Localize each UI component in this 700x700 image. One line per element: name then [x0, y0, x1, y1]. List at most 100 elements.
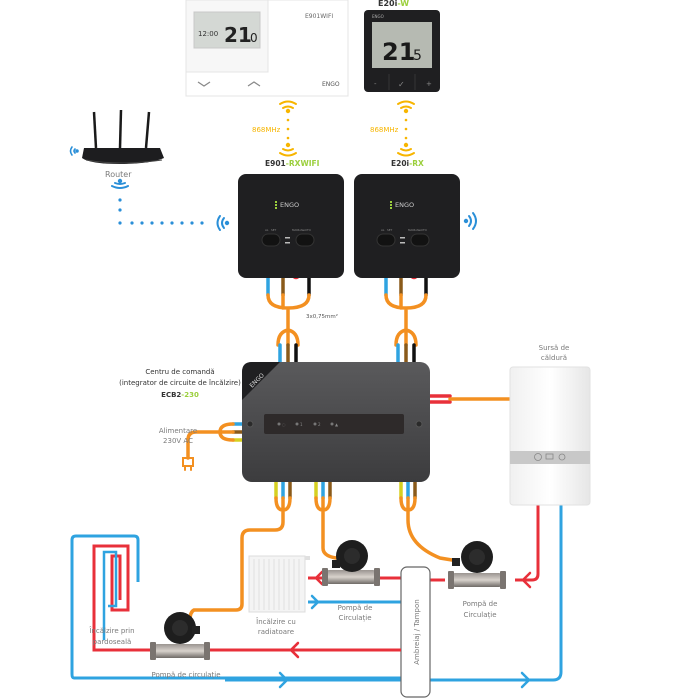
rf-signal-icon-bottom — [279, 148, 297, 157]
hub-screw — [246, 420, 254, 428]
svg-text:AUTO: AUTO — [419, 228, 428, 232]
arrow-boiler-red — [521, 571, 532, 589]
receiver-2-label: E20i-RX — [391, 159, 424, 168]
thermostat-e20i-brand: ENGO — [372, 14, 384, 19]
svg-text:SET: SET — [271, 228, 277, 232]
receiver-2-mode-button[interactable] — [410, 233, 430, 247]
svg-text:MANUAL: MANUAL — [292, 228, 304, 232]
router-wifi-icon-bottom — [111, 178, 129, 189]
router-wifi-icon-left — [69, 146, 79, 156]
receiver-2-set-button[interactable] — [376, 233, 396, 247]
pump-radiator — [322, 540, 380, 586]
pump-3-label: Pompă de circulație — [151, 671, 220, 680]
hub-title-line2: (integrator de circuite de încălzire) — [119, 379, 241, 387]
thermostat-e20i-decimal: 5 — [413, 48, 422, 64]
hub-ecb2: ENGO ◌ 1 2 ▲ — [242, 362, 430, 482]
radiator-label-line2: radiatoare — [258, 628, 294, 636]
thermostat-e901-lcd — [193, 11, 261, 49]
pump-1-label-line1: Pompă de — [338, 604, 373, 612]
thermostat-e901-clock: 12:00 — [198, 30, 218, 38]
receiver-2-body — [354, 174, 460, 278]
thermostat-e901-badge: E901WIFI — [305, 13, 333, 20]
radiator — [248, 555, 310, 613]
rf-link-1 — [279, 100, 297, 157]
hub-screw — [415, 420, 423, 428]
power-label-line2: 230V AC — [163, 437, 193, 445]
buffer-tank — [400, 566, 431, 698]
arrow-radiator-blue — [310, 594, 320, 610]
arrow-underfloor-red — [289, 642, 299, 658]
pump-boiler — [448, 541, 506, 589]
hub-indicator-panel — [264, 414, 404, 434]
wifi-dotted-link — [118, 198, 204, 225]
plus-button[interactable]: + — [426, 80, 432, 88]
boiler-control-strip — [510, 451, 590, 464]
boiler — [509, 366, 591, 506]
thermostat-e901: 12:00 21 0 E901WIFI ENGO — [185, 0, 349, 97]
rf-link-2 — [397, 100, 415, 157]
underfloor-hot — [92, 544, 180, 652]
thermostat-e901-brand: ENGO — [322, 81, 340, 88]
hydraulic-pipes — [70, 505, 563, 682]
rf-signal-icon-bottom — [397, 148, 415, 157]
thermostat-e20i-label: E20i-W — [378, 0, 409, 8]
svg-text:▲: ▲ — [335, 422, 339, 427]
receiver-1-mode-button[interactable] — [295, 233, 315, 247]
heat-source-label-line2: căldură — [541, 354, 567, 362]
underfloor-label-line2: pardoseală — [93, 638, 132, 646]
boiler-knob-icon — [558, 453, 566, 461]
rf-frequency-2: 868MHz — [370, 126, 399, 134]
svg-text:AL: AL — [265, 228, 269, 232]
receiver-1-label: E901-RXWIFI — [265, 159, 320, 168]
pump-2-label-line2: Circulație — [463, 611, 496, 620]
thermostat-e20i-lcd — [372, 22, 432, 68]
chevron-up-icon[interactable] — [247, 81, 261, 87]
receiver-1-wifi-icon — [216, 215, 230, 231]
pump-underfloor — [150, 612, 210, 660]
cable-spec-label: 3x0,75mm² — [306, 313, 338, 320]
thermostat-e901-decimal: 0 — [250, 31, 258, 45]
minus-button[interactable]: - — [374, 80, 377, 88]
router-label: Router — [105, 170, 132, 179]
boiler-dial-icon — [534, 453, 542, 461]
receiver-1: ENGO AL SET MANUAL AUTO — [238, 174, 344, 278]
radiator-valve — [305, 556, 310, 560]
confirm-button[interactable]: ✓ — [398, 80, 405, 89]
arrow-main-blue — [278, 671, 289, 689]
receiver-2-brand: ENGO — [395, 201, 414, 209]
receiver-2: ENGO AL SET MANUAL AUTO — [354, 174, 460, 278]
svg-text:MANUAL: MANUAL — [408, 228, 420, 232]
rf-signal-icon — [397, 100, 415, 109]
underfloor-cold-inner — [102, 550, 118, 640]
receiver-1-body — [238, 174, 344, 278]
thermostat-e20i: ENGO 21 5 - ✓ + — [364, 10, 440, 92]
status-led — [400, 237, 405, 239]
svg-text:SET: SET — [387, 228, 393, 232]
svg-text:AUTO: AUTO — [303, 228, 312, 232]
boiler-display-icon — [545, 453, 554, 460]
status-led — [285, 237, 290, 239]
svg-text:1: 1 — [300, 422, 303, 427]
receiver-1-set-button[interactable] — [261, 233, 281, 247]
thermostat-e901-temp: 21 — [224, 23, 252, 47]
hub-title-line1: Centru de comandă — [145, 368, 214, 376]
underfloor-cold-outer — [70, 534, 405, 680]
chevron-down-icon[interactable] — [197, 81, 211, 87]
radiator-label-line1: Încălzire cu — [256, 617, 296, 626]
status-led — [285, 242, 290, 244]
router — [82, 109, 164, 164]
status-led — [400, 242, 405, 244]
heat-source-label-line1: Sursă de — [539, 344, 570, 352]
boiler-red — [515, 505, 540, 582]
rf-signal-icon — [279, 100, 297, 109]
thermostat-e20i-temp: 21 — [382, 38, 415, 66]
boiler-blue — [430, 505, 563, 682]
receiver-1-brand: ENGO — [280, 201, 299, 209]
rf-frequency-1: 868MHz — [252, 126, 281, 134]
svg-text:2: 2 — [318, 422, 321, 427]
router-body — [82, 148, 164, 164]
pump-2-label-line1: Pompă de — [463, 600, 498, 608]
arrow-boiler-blue — [520, 671, 531, 689]
power-label-line1: Alimentare — [159, 427, 197, 435]
